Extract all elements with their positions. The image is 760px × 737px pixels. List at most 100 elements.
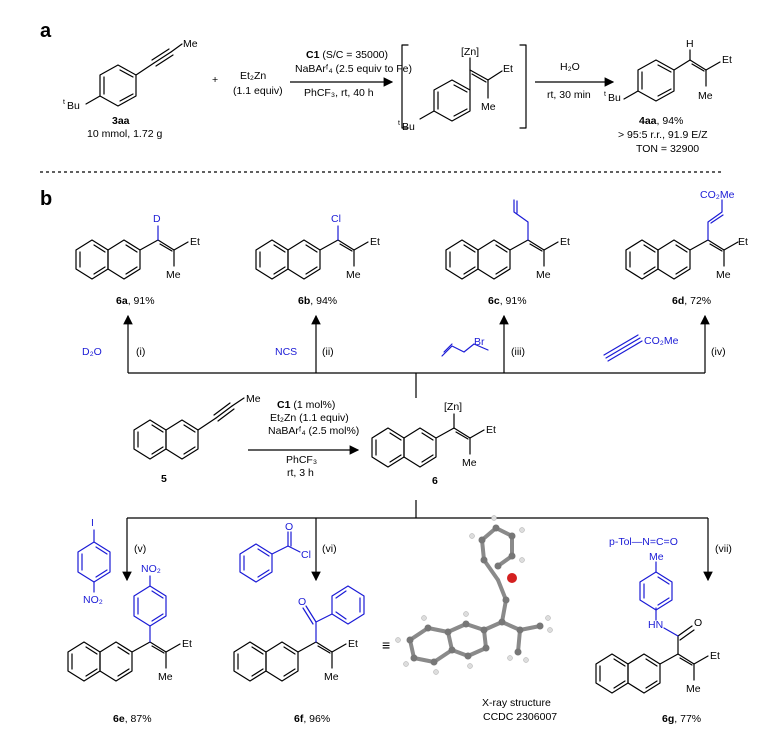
6f-me: Me <box>324 671 339 683</box>
6e-et: Et <box>182 638 192 650</box>
6d-reagent: CO₂Me <box>644 335 679 347</box>
panel-a-label: a <box>40 20 52 42</box>
cond-b-line3: NaBArᶠ₄ (2.5 mol%) <box>268 425 359 437</box>
panel-b-label: b <box>40 188 52 210</box>
6d-step: (iv) <box>711 346 726 358</box>
6e-reagent-i: I <box>91 517 94 529</box>
xray-line1: X-ray structure <box>482 697 551 709</box>
xray-line2: CCDC 2306007 <box>483 711 557 723</box>
6g-me: Me <box>686 683 701 695</box>
6g-step: (vii) <box>715 543 732 555</box>
sm-5-me: Me <box>246 393 261 405</box>
prod-et: Et <box>722 54 732 66</box>
sm-3aa-scale: 10 mmol, 1.72 g <box>87 128 162 140</box>
6c-me: Me <box>536 269 551 281</box>
6d-et: Et <box>738 236 748 248</box>
6g-reagent: p-Tol—N=C=O <box>609 536 678 548</box>
int-tbu: Bu <box>402 121 415 133</box>
product-6c-structure <box>445 199 559 280</box>
6g-et: Et <box>710 650 720 662</box>
6e-label: 6e, 87% <box>113 713 152 725</box>
int6-zn: [Zn] <box>444 401 462 413</box>
6g-o: O <box>694 617 702 629</box>
6e-me: Me <box>158 671 173 683</box>
cond2-line1: H₂O <box>560 61 580 73</box>
sm-3aa-tbu-sup: t <box>63 99 65 106</box>
product-6f-structure <box>233 585 365 682</box>
6e-step: (v) <box>134 543 146 555</box>
6e-sub-no2: NO₂ <box>141 563 161 575</box>
6a-et: Et <box>190 236 200 248</box>
6c-et: Et <box>560 236 570 248</box>
6c-label: 6c, 91% <box>488 295 527 307</box>
6b-sub: Cl <box>331 213 341 225</box>
prod-4aa-label: 4aa, 94% <box>639 115 683 127</box>
6c-step: (iii) <box>511 346 525 358</box>
sm-5-label: 5 <box>161 473 167 485</box>
prod-me: Me <box>698 90 713 102</box>
6f-step: (vi) <box>322 543 337 555</box>
bracket-right <box>519 44 527 129</box>
plus-sign: + <box>212 74 218 86</box>
product-6g-structure <box>595 561 709 694</box>
int6-label: 6 <box>432 475 438 487</box>
product-6b-structure <box>255 225 369 280</box>
6b-label: 6b, 94% <box>298 295 337 307</box>
6a-sub: D <box>153 213 161 225</box>
equiv-sign: ≡ <box>382 637 390 653</box>
sm-5-structure <box>133 397 245 460</box>
sm-3aa-structure <box>85 43 183 107</box>
cond-b-line2: Et₂Zn (1.1 equiv) <box>270 412 349 424</box>
cond2-line2: rt, 30 min <box>547 89 591 101</box>
int-et: Et <box>503 63 513 75</box>
sm-3aa-label: 3aa <box>112 115 130 127</box>
6a-reagent: D₂O <box>82 346 102 358</box>
cond1-line1: C1 (S/C = 35000) <box>306 49 388 61</box>
cond-b-line4: PhCF₃ <box>286 454 317 466</box>
bracket-left <box>401 44 409 129</box>
6a-me: Me <box>166 269 181 281</box>
6a-step: (i) <box>136 346 145 358</box>
6f-reagent-o: O <box>285 521 293 533</box>
int-zn: [Zn] <box>461 46 479 58</box>
6g-label: 6g, 77% <box>662 713 701 725</box>
int-tbu-sup: t <box>398 120 400 127</box>
cond1-line2: NaBArᶠ₄ (2.5 equiv to Fe) <box>295 63 412 75</box>
6d-me: Me <box>716 269 731 281</box>
6d-label: 6d, 72% <box>672 295 711 307</box>
benzoyl-chloride-structure <box>239 531 301 583</box>
6a-label: 6a, 91% <box>116 295 155 307</box>
6c-reagent: Br <box>474 336 485 348</box>
iodonitrobenzene-structure <box>77 529 111 593</box>
prod-tbu: Bu <box>608 92 621 104</box>
int6-et: Et <box>486 424 496 436</box>
sm-3aa-tbu: Bu <box>67 100 80 112</box>
int-me: Me <box>481 101 496 113</box>
6f-et: Et <box>348 638 358 650</box>
6g-sub-me: Me <box>649 551 664 563</box>
product-6d-structure <box>625 199 739 280</box>
6e-reagent-no2: NO₂ <box>83 594 103 606</box>
allyl-bromide-structure <box>441 343 489 357</box>
6f-reagent-cl: Cl <box>301 549 311 561</box>
cond-b-line1: C1 (1 mol%) <box>277 399 335 411</box>
6b-me: Me <box>346 269 361 281</box>
reagent-et2zn-equiv: (1.1 equiv) <box>233 85 283 97</box>
prod-tbu-sup: t <box>604 91 606 98</box>
prod-ton: TON = 32900 <box>636 143 699 155</box>
6b-et: Et <box>370 236 380 248</box>
sm-3aa-me: Me <box>183 38 198 50</box>
intermediate-structure <box>419 57 503 122</box>
6b-reagent: NCS <box>275 346 297 358</box>
xray-structure-image <box>395 515 553 675</box>
product-6e-structure <box>67 575 181 682</box>
cond1-line3: PhCF₃, rt, 40 h <box>304 87 374 99</box>
product-4aa-structure <box>623 49 721 102</box>
intermediate-6-structure <box>371 413 485 468</box>
reagent-et2zn: Et₂Zn <box>240 70 266 82</box>
6d-sub: CO₂Me <box>700 189 735 201</box>
6f-label: 6f, 96% <box>294 713 330 725</box>
prod-h: H <box>686 38 694 50</box>
alkyne-ester-structure <box>603 334 643 362</box>
